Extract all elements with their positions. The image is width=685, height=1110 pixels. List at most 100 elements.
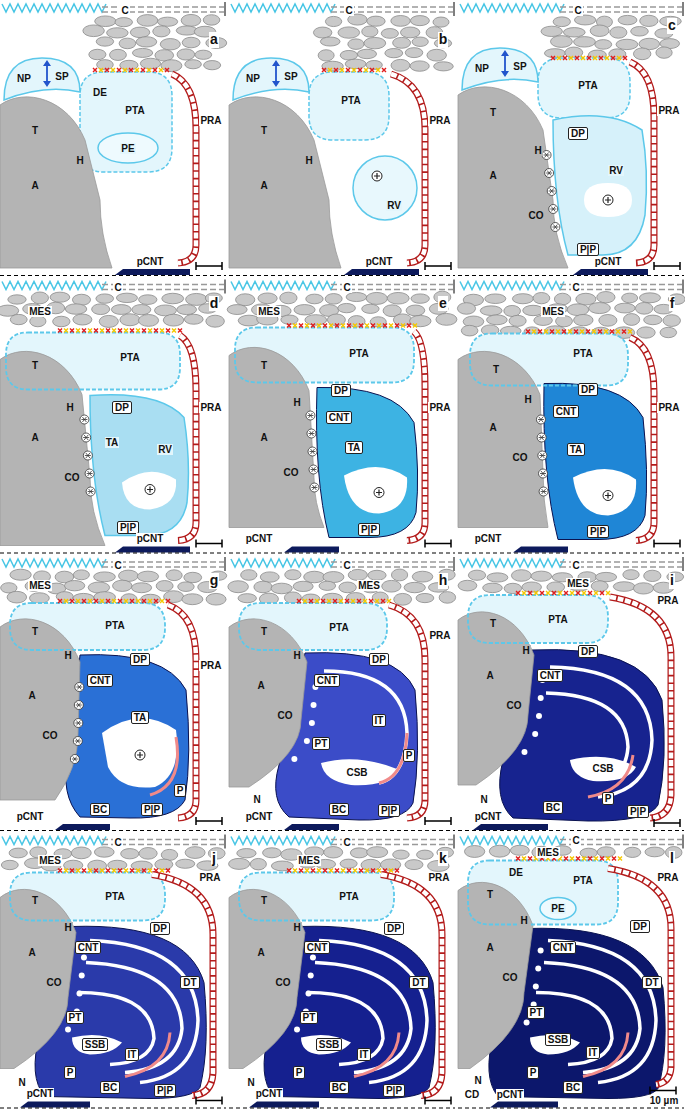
mesenchyme-cell xyxy=(417,850,434,859)
capsule-zigzag xyxy=(2,282,106,290)
cross-mark xyxy=(381,599,385,603)
cross-mark xyxy=(570,591,574,595)
cross-mark xyxy=(70,599,74,603)
panel-letter: c xyxy=(667,18,677,33)
frame-tick xyxy=(225,835,226,849)
cross-mark xyxy=(323,324,327,328)
white-dot xyxy=(76,991,82,997)
cross-mark xyxy=(341,869,345,873)
cross-mark xyxy=(395,324,399,328)
mesenchyme-cell xyxy=(381,29,398,39)
part-label: CNT xyxy=(537,669,564,682)
part-label: H xyxy=(63,650,72,661)
asterisk-dot xyxy=(310,483,319,492)
cross-mark xyxy=(594,857,598,861)
part-label: BC xyxy=(100,1081,120,1094)
cross-mark xyxy=(365,324,369,328)
white-dot xyxy=(538,695,544,701)
mesenchyme-cell xyxy=(10,314,27,324)
panel-bottom xyxy=(0,553,226,554)
mesenchyme-cell xyxy=(416,593,434,602)
mesenchyme-cell xyxy=(304,571,325,583)
cross-mark xyxy=(321,599,325,603)
cross-mark xyxy=(576,857,580,861)
pcnt-wedge xyxy=(284,547,339,553)
cross-mark xyxy=(287,869,291,873)
mesenchyme-cell xyxy=(140,58,160,69)
white-dot xyxy=(533,984,539,990)
part-label: T xyxy=(31,626,39,637)
tubule-wall xyxy=(536,993,612,1065)
mesenchyme-cell xyxy=(260,572,279,582)
nephron-body xyxy=(66,655,189,818)
white-dot xyxy=(291,756,297,762)
cross-mark xyxy=(538,330,542,334)
part-label: pCNT xyxy=(245,811,274,822)
ampulla xyxy=(0,351,105,545)
part-label: H xyxy=(292,397,301,408)
capsule-zigzag xyxy=(231,4,335,12)
mesenchyme-cell xyxy=(95,16,116,27)
mesenchyme-cell xyxy=(9,848,27,858)
cross-mark xyxy=(130,329,134,333)
frame-tick xyxy=(454,835,455,849)
scale-bar xyxy=(196,817,222,825)
cross-mark xyxy=(106,329,110,333)
part-label: PTA xyxy=(577,80,598,91)
mesenchyme-cell xyxy=(348,14,367,25)
cross-mark xyxy=(369,599,373,603)
cross-mark xyxy=(148,869,152,873)
part-label: pCNT xyxy=(245,533,274,544)
pra-border xyxy=(178,336,196,541)
mesenchyme-cell xyxy=(410,16,429,26)
part-label: CO xyxy=(528,210,545,221)
mesenchyme-cell xyxy=(204,61,221,70)
part-label: C xyxy=(342,560,351,571)
cross-mark xyxy=(522,857,526,861)
asterisk-dot xyxy=(539,469,548,478)
ampulla xyxy=(458,612,534,785)
cross-mark xyxy=(600,857,604,861)
pra-border xyxy=(630,62,654,263)
pra-border xyxy=(407,332,425,541)
nephron-body xyxy=(544,383,647,539)
panel-art xyxy=(229,835,455,1109)
mesenchyme-cell xyxy=(181,14,201,26)
cross-mark xyxy=(160,869,164,873)
cross-mark xyxy=(334,68,338,72)
mesenchyme-cell xyxy=(319,581,336,590)
mesenchyme-cell xyxy=(633,48,650,60)
part-label: NP xyxy=(245,73,261,84)
white-dot xyxy=(311,702,317,708)
cross-mark xyxy=(371,869,375,873)
part-label: A xyxy=(256,680,265,691)
asterisk-dot xyxy=(75,721,81,726)
mesenchyme-cell xyxy=(137,15,158,27)
cross-mark xyxy=(106,869,110,873)
mesenchyme-cell xyxy=(318,50,334,61)
cross-mark xyxy=(389,324,393,328)
cross-mark xyxy=(124,869,128,873)
panel-bottom xyxy=(0,275,226,276)
part-label: MES xyxy=(28,580,52,591)
part-label: H xyxy=(533,145,542,156)
mesenchyme-cell xyxy=(623,570,639,580)
lumen-mark xyxy=(374,488,384,498)
cross-mark xyxy=(141,68,145,72)
ampulla xyxy=(458,351,548,527)
part-label: P xyxy=(293,1066,306,1079)
part-label: PRA xyxy=(199,660,222,671)
cross-mark xyxy=(136,329,140,333)
cross-mark xyxy=(563,56,567,60)
mesenchyme-cell xyxy=(185,847,205,859)
mesenchyme-cell xyxy=(88,860,107,871)
mesenchyme-cell xyxy=(480,306,502,316)
cap-outline xyxy=(239,873,394,921)
cross-mark xyxy=(359,324,363,328)
mesenchyme-cell xyxy=(96,294,114,303)
mesenchyme-cell xyxy=(177,305,197,315)
asterisk-dot xyxy=(308,447,317,456)
cross-mark xyxy=(58,599,62,603)
asterisk-dot xyxy=(83,451,92,460)
lumen xyxy=(102,718,177,787)
